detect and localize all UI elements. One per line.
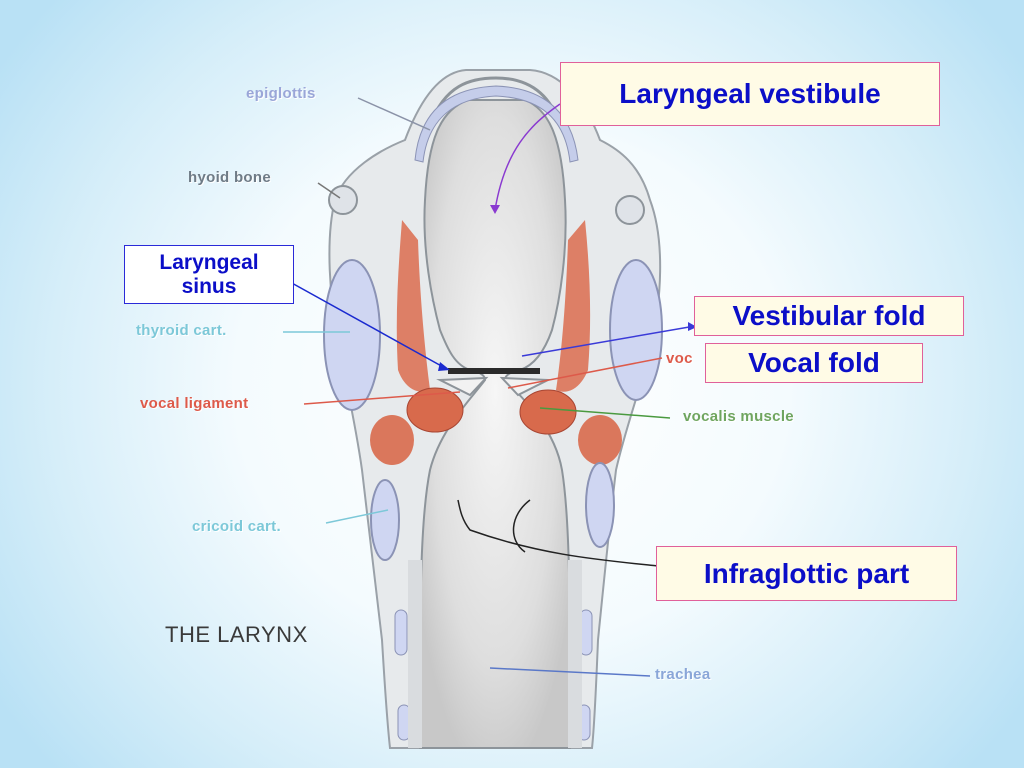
label-trachea: trachea bbox=[655, 666, 711, 683]
thyroid-cartilage-left bbox=[323, 259, 381, 411]
vocal-fold-left bbox=[436, 376, 489, 397]
label-vocal-ligament: vocal ligament bbox=[140, 395, 249, 412]
trachea-wall-left bbox=[408, 560, 422, 748]
cricoid-leader bbox=[325, 509, 389, 524]
epiglottis-leader bbox=[357, 97, 431, 131]
larynx-lumen bbox=[418, 99, 572, 749]
vocalis-leader bbox=[539, 407, 671, 419]
infraglottic-arrow-2 bbox=[512, 499, 531, 553]
label-epiglottis: epiglottis bbox=[246, 85, 316, 102]
callout-vestibular-fold-text: Vestibular fold bbox=[732, 300, 926, 331]
epiglottis-shape bbox=[428, 76, 562, 126]
label-vocalis-muscle: vocalis muscle bbox=[683, 408, 794, 425]
vestibular-fold-arrowhead bbox=[688, 322, 697, 331]
callout-infraglottic-part-text: Infraglottic part bbox=[703, 557, 910, 589]
hyoid-bone-right bbox=[615, 195, 645, 225]
hyoid-bone-left bbox=[328, 185, 358, 215]
callout-vestibular-fold: Vestibular fold bbox=[694, 296, 964, 336]
callout-laryngeal-sinus-line2: sinus bbox=[181, 274, 237, 298]
label-voc-partial: voc bbox=[666, 350, 693, 367]
sinus-arrowhead bbox=[438, 362, 450, 371]
cricoid-cartilage-left bbox=[370, 479, 400, 561]
vocal-ligament-leader bbox=[303, 391, 461, 405]
vocalis-muscle-right bbox=[519, 389, 577, 435]
vestibule-arrowhead bbox=[490, 205, 500, 214]
lateral-muscle-left bbox=[370, 415, 414, 465]
label-cricoid-cart: cricoid cart. bbox=[192, 518, 281, 535]
callout-laryngeal-sinus-line1: Laryngeal bbox=[159, 250, 259, 274]
trachea-leader bbox=[489, 667, 651, 677]
callout-laryngeal-vestibule: Laryngeal vestibule bbox=[560, 62, 940, 126]
callout-infraglottic-part: Infraglottic part bbox=[656, 546, 957, 601]
hyoid-leader bbox=[317, 182, 341, 199]
trachea-wall-right bbox=[568, 560, 582, 748]
thyroid-cartilage-right bbox=[609, 259, 663, 401]
label-hyoid-bone: hyoid bone bbox=[188, 169, 271, 186]
diagram-caption: THE LARYNX bbox=[165, 622, 308, 647]
trachea-ring-left-1 bbox=[394, 609, 408, 656]
cricoid-cartilage-right bbox=[585, 462, 615, 548]
callout-vocal-fold-text: Vocal fold bbox=[748, 347, 880, 378]
vestibular-fold-leader bbox=[521, 325, 696, 357]
vestibule-arrow bbox=[494, 103, 561, 211]
sinus-leader bbox=[289, 281, 446, 369]
lateral-muscle-right bbox=[578, 415, 622, 465]
label-thyroid-cart: thyroid cart. bbox=[136, 322, 227, 339]
voc-leader bbox=[507, 357, 663, 389]
vestibular-muscle-left bbox=[396, 220, 430, 392]
callout-laryngeal-vestibule-text: Laryngeal vestibule bbox=[619, 78, 881, 109]
epiglottis-cartilage bbox=[414, 85, 579, 163]
vocalis-muscle-left bbox=[406, 387, 464, 433]
callout-vocal-fold: Vocal fold bbox=[705, 343, 923, 383]
glottis bbox=[448, 368, 540, 374]
infraglottic-leader bbox=[457, 499, 659, 567]
callout-laryngeal-sinus: Laryngeal sinus bbox=[124, 245, 294, 304]
